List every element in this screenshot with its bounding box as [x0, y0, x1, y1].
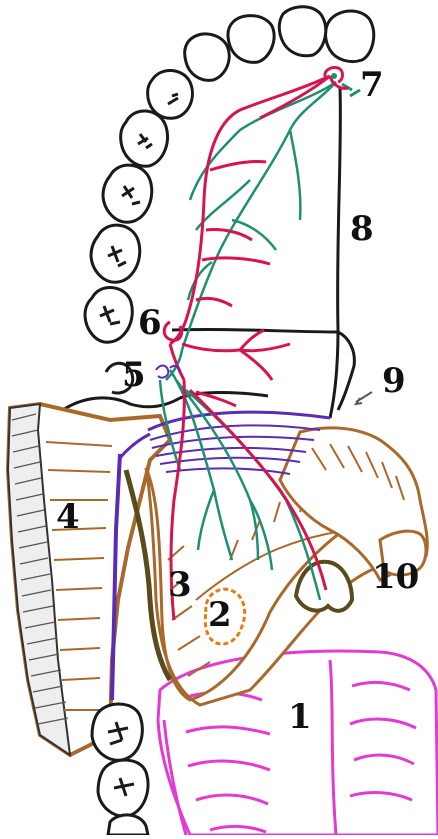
tooth-incisor: [279, 7, 325, 56]
foramen-dot: [331, 73, 337, 79]
label-9: 9: [382, 364, 406, 398]
lower-teeth: [92, 704, 148, 835]
label-7: 7: [360, 68, 384, 102]
tongue: [158, 651, 438, 835]
tooth-lower-premolar: [108, 815, 148, 835]
label-6: 6: [138, 306, 162, 340]
muscle-block-4: [8, 404, 170, 755]
hard-palate-border: [172, 329, 338, 332]
upper-teeth: [85, 7, 374, 342]
tooth-lower-molar: [92, 704, 142, 760]
tooth-incisor: [326, 11, 374, 62]
label-8: 8: [350, 212, 374, 246]
palatal-midline: [330, 88, 340, 418]
arrow-9: [356, 392, 372, 404]
label-4: 4: [56, 500, 80, 534]
tooth-premolar: [148, 70, 193, 118]
palatine-arteries: [170, 76, 348, 620]
label-2: 2: [208, 598, 232, 632]
tooth-canine: [228, 16, 274, 63]
label-10: 10: [372, 560, 419, 594]
soft-palate-border: [338, 332, 354, 410]
label-5: 5: [122, 358, 146, 392]
label-3: 3: [168, 568, 192, 602]
tooth-premolar: [185, 34, 230, 80]
label-1: 1: [288, 700, 312, 734]
nerve-ends: [342, 84, 360, 96]
